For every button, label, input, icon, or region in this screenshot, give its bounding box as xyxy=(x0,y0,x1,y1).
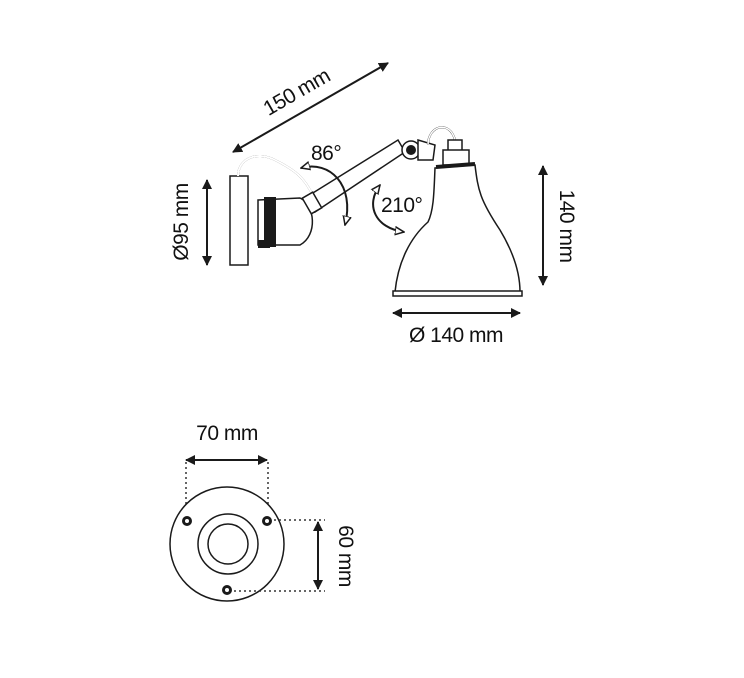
arm-angle-arc xyxy=(301,167,347,225)
arm-length-label: 150 mm xyxy=(259,64,334,120)
base-view: 70 mm 60 mm xyxy=(169,422,357,602)
arm-length-arrow xyxy=(232,62,389,153)
shade-angle-label: 210° xyxy=(381,194,423,217)
base-diameter-label: Ø95 mm xyxy=(170,183,193,261)
side-view: 150 mm 86° 210° 140 mm Ø95 mm xyxy=(170,62,578,347)
shade-diameter-label: Ø 140 mm xyxy=(409,324,503,347)
lamp-shade xyxy=(394,164,521,293)
screw-icon xyxy=(182,516,272,595)
wall-plate xyxy=(229,175,249,266)
shade-angle-arc xyxy=(373,185,404,232)
base-height-label: 60 mm xyxy=(334,525,357,587)
wall-cable xyxy=(237,155,314,197)
shade-height-label: 140 mm xyxy=(555,190,578,263)
arm-angle-label: 86° xyxy=(311,142,341,165)
base-width-label: 70 mm xyxy=(196,422,258,445)
